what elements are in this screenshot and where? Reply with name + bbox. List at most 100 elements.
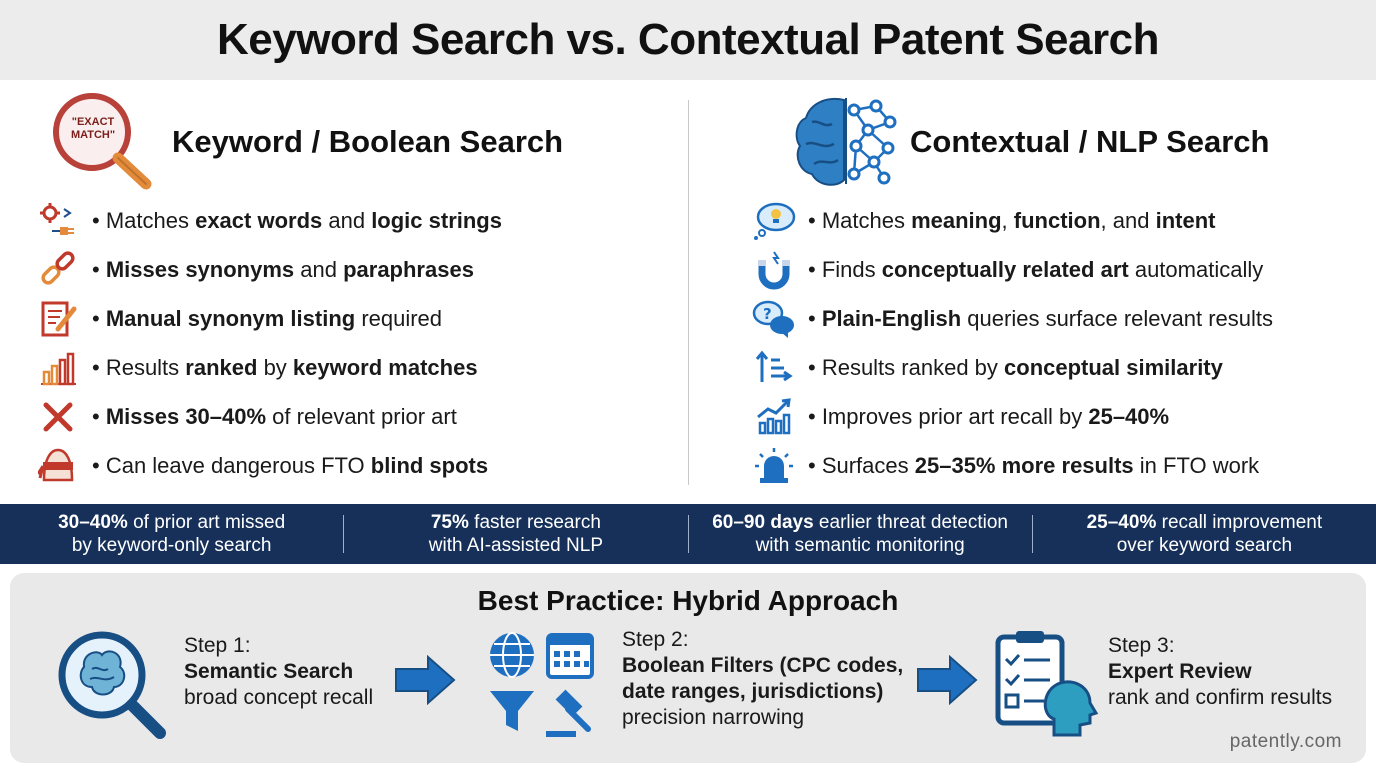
chat-question-icon: ? xyxy=(752,297,796,341)
body-text: • Improves prior art recall by xyxy=(808,404,1089,429)
body-text: automatically xyxy=(1128,257,1264,282)
body-text: , xyxy=(1001,208,1014,233)
right-item-text: • Plain-English queries surface relevant… xyxy=(808,306,1273,332)
step-name: Semantic Search xyxy=(184,660,354,683)
step-name: Boolean Filters (CPC codes, date ranges,… xyxy=(622,654,904,703)
stat-value: 60–90 days xyxy=(712,512,814,533)
step-2: Step 2: Boolean Filters (CPC codes, date… xyxy=(622,627,922,731)
step-label: Step 3: xyxy=(1108,634,1175,657)
step-desc: broad concept recall xyxy=(184,686,374,709)
body-text: and xyxy=(294,257,344,282)
emphasis-text: intent xyxy=(1155,208,1216,233)
right-item-text: • Surfaces 25–35% more results in FTO wo… xyxy=(808,453,1259,479)
gear-plug-icon xyxy=(36,199,80,243)
brain-magnifier-icon xyxy=(58,631,166,739)
lightbulb-bubble-icon xyxy=(752,199,796,243)
stat-item: 75% faster research with AI-assisted NLP xyxy=(344,511,687,557)
column-divider xyxy=(688,100,689,485)
left-item: • Can leave dangerous FTO blind spots xyxy=(36,443,488,489)
stat-divider xyxy=(343,515,345,553)
alert-siren-icon xyxy=(752,444,796,488)
step-1: Step 1: Semantic Search broad concept re… xyxy=(184,633,373,711)
right-item-text: • Matches meaning, function, and intent xyxy=(808,208,1215,234)
body-text: • Surfaces xyxy=(808,453,915,478)
right-item: • Matches meaning, function, and intent xyxy=(752,198,1215,244)
body-text: • Matches xyxy=(92,208,196,233)
body-text: • xyxy=(92,257,106,282)
emphasis-text: paraphrases xyxy=(343,257,474,282)
keyword-search-title: Keyword / Boolean Search xyxy=(172,124,564,159)
emphasis-text: conceptual similarity xyxy=(1004,355,1223,380)
trend-up-icon xyxy=(752,395,796,439)
body-text: • Can leave dangerous FTO xyxy=(92,453,371,478)
right-item-text: • Results ranked by conceptual similarit… xyxy=(808,355,1223,381)
body-text: , and xyxy=(1100,208,1156,233)
filter-tools-icon xyxy=(490,632,594,737)
stat-subtext: over keyword search xyxy=(1116,535,1293,556)
left-item-text: • Misses synonyms and paraphrases xyxy=(92,257,474,283)
emphasis-text: conceptually related art xyxy=(881,257,1129,282)
step-label: Step 2: xyxy=(622,628,689,651)
body-text: of relevant prior art xyxy=(266,404,457,429)
broken-link-icon xyxy=(36,248,80,292)
keyword-search-header: "EXACT MATCH" Keyword / Boolean Search xyxy=(50,92,563,192)
step-label: Step 1: xyxy=(184,634,251,657)
stat-subtext: with AI-assisted NLP xyxy=(428,535,603,556)
page-title: Keyword Search vs. Contextual Patent Sea… xyxy=(217,15,1159,64)
x-mark-icon xyxy=(36,395,80,439)
emphasis-text: keyword matches xyxy=(292,355,478,380)
emphasis-text: Manual synonym listing xyxy=(105,306,356,331)
left-item: • Manual synonym listing required xyxy=(36,296,442,342)
emphasis-text: 25–40% xyxy=(1088,404,1170,429)
document-pencil-icon xyxy=(36,297,80,341)
step-name: Expert Review xyxy=(1108,660,1252,683)
stat-value: 30–40% xyxy=(58,512,128,533)
stats-band: 30–40% of prior art missed by keyword-on… xyxy=(0,504,1376,564)
stat-text: earlier threat detection xyxy=(813,512,1008,533)
stat-value: 75% xyxy=(430,512,469,533)
right-item: • Surfaces 25–35% more results in FTO wo… xyxy=(752,443,1259,489)
left-item: • Results ranked by keyword matches xyxy=(36,345,478,391)
brand-watermark: patently.com xyxy=(1229,731,1342,752)
contextual-search-header: Contextual / NLP Search xyxy=(792,92,1269,192)
body-text: and xyxy=(322,208,372,233)
contextual-search-title: Contextual / NLP Search xyxy=(910,124,1270,159)
body-text: • Finds xyxy=(808,257,882,282)
body-text: required xyxy=(355,306,443,331)
emphasis-text: exact words xyxy=(195,208,323,233)
checklist-expert-icon xyxy=(995,631,1099,737)
step-3: Step 3: Expert Review rank and confirm r… xyxy=(1108,633,1332,711)
funnel-icon xyxy=(490,691,534,731)
magnet-icon xyxy=(752,248,796,292)
right-item: • Finds conceptually related art automat… xyxy=(752,247,1263,293)
right-item: ? • Plain-English queries surface releva… xyxy=(752,296,1273,342)
right-item-text: • Finds conceptually related art automat… xyxy=(808,257,1263,283)
blindfold-icon xyxy=(36,444,80,488)
body-text: • xyxy=(92,404,106,429)
stat-divider xyxy=(687,515,689,553)
stat-subtext: with semantic monitoring xyxy=(755,535,965,556)
emphasis-text: ranked xyxy=(185,355,258,380)
globe-icon xyxy=(490,632,534,678)
best-practice-panel: Best Practice: Hybrid Approach Step 1: S… xyxy=(10,573,1366,763)
stat-subtext: by keyword-only search xyxy=(71,535,272,556)
emphasis-text: Misses synonyms xyxy=(105,257,295,282)
stat-text: of prior art missed xyxy=(127,512,286,533)
magnifier-exact-match-icon xyxy=(53,93,152,190)
emphasis-text: Misses 30–40% xyxy=(105,404,267,429)
left-item: • Misses 30–40% of relevant prior art xyxy=(36,394,457,440)
bar-chart-icon xyxy=(36,346,80,390)
stat-item: 25–40% recall improvement over keyword s… xyxy=(1033,511,1376,557)
calendar-icon xyxy=(546,633,594,679)
emphasis-text: meaning xyxy=(911,208,1002,233)
left-item-text: • Misses 30–40% of relevant prior art xyxy=(92,404,457,430)
step-desc: rank and confirm results xyxy=(1108,686,1333,709)
sort-list-icon xyxy=(752,346,796,390)
left-item-text: • Results ranked by keyword matches xyxy=(92,355,478,381)
body-text: by xyxy=(257,355,293,380)
right-item-text: • Improves prior art recall by 25–40% xyxy=(808,404,1169,430)
step-desc: precision narrowing xyxy=(622,706,805,729)
stat-item: 30–40% of prior art missed by keyword-on… xyxy=(0,511,343,557)
stat-divider xyxy=(1031,515,1033,553)
brain-network-icon xyxy=(795,98,897,186)
